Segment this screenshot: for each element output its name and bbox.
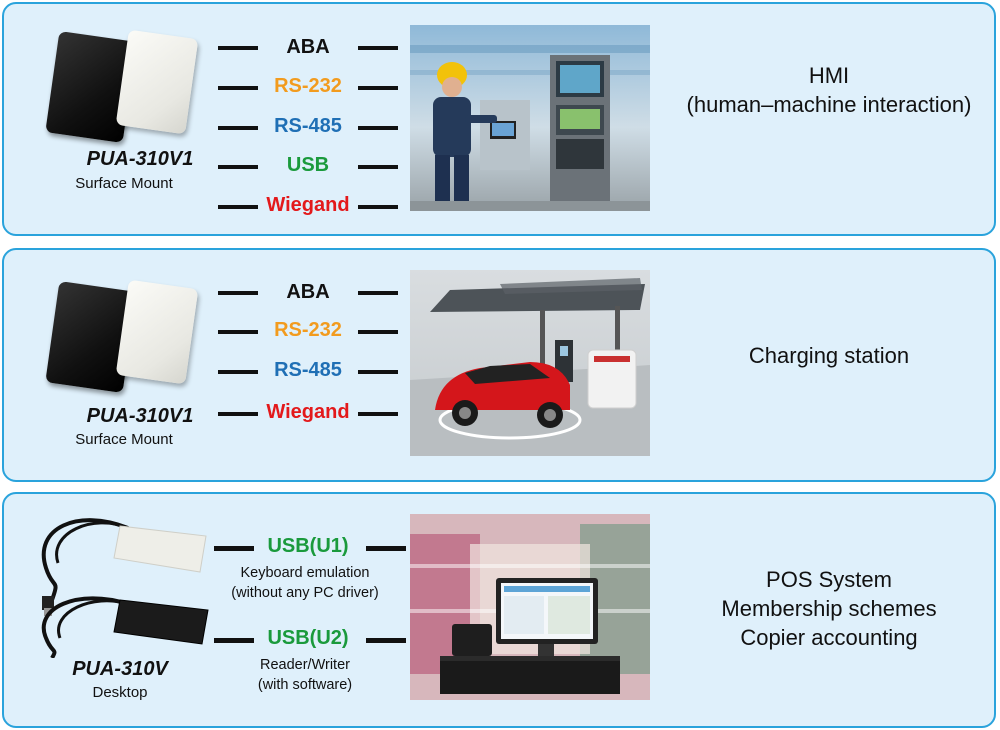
protocol-wiegand: Wiegand	[266, 401, 350, 423]
connector-line	[218, 330, 258, 334]
connector-line	[218, 370, 258, 374]
connector-line	[214, 546, 254, 551]
mount-type: Desktop	[92, 684, 148, 701]
connector-line	[218, 205, 258, 209]
charging-station-photo	[410, 270, 650, 456]
connector-line	[358, 205, 398, 209]
protocol-usb: USB	[286, 154, 330, 176]
desktop-reader-image	[41, 518, 209, 658]
reader-white-image	[115, 279, 199, 385]
connector-line	[218, 412, 258, 416]
model-name: PUA-310V1	[86, 148, 194, 170]
model-name: PUA-310V1	[86, 405, 194, 427]
interface-note: Keyboard emulation	[240, 565, 370, 581]
protocol-rs485: RS-485	[274, 115, 342, 137]
connector-line	[358, 412, 398, 416]
connector-line	[366, 546, 406, 551]
protocol-aba: ABA	[286, 281, 330, 303]
connector-line	[218, 86, 258, 90]
model-name: PUA-310V	[72, 658, 168, 680]
application-label: Copier accounting	[740, 625, 918, 650]
connector-line	[218, 165, 258, 169]
application-label: Charging station	[748, 343, 910, 368]
connector-line	[358, 330, 398, 334]
application-label: HMI	[808, 63, 850, 88]
interface-usb-u2: USB(U2)	[267, 627, 349, 649]
connector-line	[218, 291, 258, 295]
interface-usb-u1: USB(U1)	[267, 535, 349, 557]
mount-type: Surface Mount	[75, 175, 173, 192]
protocol-aba: ABA	[286, 36, 330, 58]
pos-photo	[410, 514, 650, 700]
protocol-rs485: RS-485	[274, 359, 342, 381]
application-label: Membership schemes	[721, 596, 937, 621]
protocol-rs232: RS-232	[274, 319, 342, 341]
connector-line	[358, 165, 398, 169]
connector-line	[358, 370, 398, 374]
connector-line	[218, 126, 258, 130]
connector-line	[366, 638, 406, 643]
application-label: (human–machine interaction)	[686, 92, 972, 117]
interface-note: Reader/Writer	[260, 657, 350, 673]
interface-note: (without any PC driver)	[231, 585, 379, 601]
connector-line	[214, 638, 254, 643]
connector-line	[218, 46, 258, 50]
protocol-wiegand: Wiegand	[266, 194, 350, 216]
connector-line	[358, 126, 398, 130]
connector-line	[358, 86, 398, 90]
connector-line	[358, 291, 398, 295]
reader-white-image	[115, 29, 199, 135]
interface-note: (with software)	[257, 677, 353, 693]
protocol-rs232: RS-232	[274, 75, 342, 97]
hmi-photo	[410, 25, 650, 211]
mount-type: Surface Mount	[75, 431, 173, 448]
application-label: POS System	[766, 567, 892, 592]
connector-line	[358, 46, 398, 50]
